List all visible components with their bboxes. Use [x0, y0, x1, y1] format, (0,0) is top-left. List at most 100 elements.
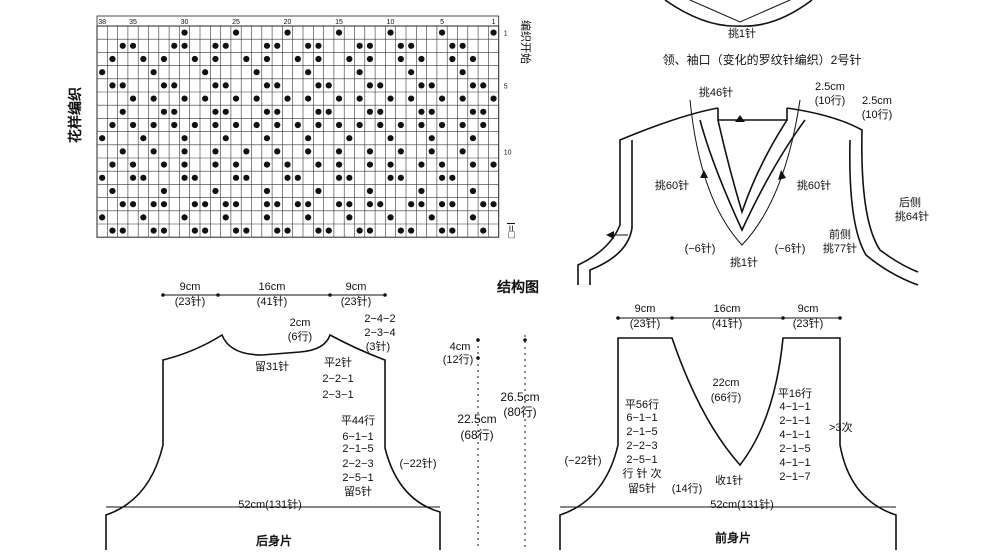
back-ah3: 2−1−5: [342, 443, 373, 455]
back-dec1: 2−4−2: [364, 313, 395, 325]
stitch-dot: [366, 42, 374, 49]
stitch-dot: [315, 108, 322, 115]
stitch-dot: [418, 121, 425, 129]
stitch-dot: [109, 121, 116, 129]
stitch-dot: [263, 201, 271, 208]
front-minus22: (−22针): [565, 453, 602, 467]
stitch-dot: [160, 82, 168, 89]
stitch-dot: [274, 201, 281, 208]
front-r2: 4−1−1: [779, 401, 810, 413]
stitch-dot: [232, 161, 240, 168]
stitch-dot: [469, 55, 477, 63]
stitch-dot: [129, 95, 137, 102]
center-h4: 4cm: [450, 341, 471, 353]
stitch-dot: [449, 55, 456, 63]
stitch-dot: [129, 161, 137, 168]
stitch-dot: [438, 201, 446, 208]
stitch-dot: [335, 201, 343, 208]
stitch-dot: [274, 108, 281, 115]
stitch-dot: [480, 82, 487, 89]
minus6b-label: (−6针): [775, 241, 806, 255]
stitch-dot: [387, 29, 394, 36]
col-number: 1: [492, 19, 496, 26]
back-ah1: 平44行: [341, 414, 375, 427]
legend-symbol: □=Ⅰ: [506, 222, 518, 238]
stitch-dot: [387, 214, 394, 221]
stitch-dot: [397, 227, 404, 234]
stitch-dot: [212, 148, 219, 155]
back-sh1: 平2针: [324, 355, 352, 369]
stitch-dot: [160, 201, 168, 208]
back-side-label: 后侧: [899, 196, 921, 209]
stitch-dot: [305, 95, 312, 102]
stitch-dot: [418, 201, 425, 208]
stitch-dot: [366, 82, 374, 89]
stitch-dot: [325, 227, 332, 234]
stitch-dot: [284, 227, 291, 234]
stitch-dot: [305, 148, 312, 155]
stitch-dot: [335, 95, 343, 102]
stitch-dot: [181, 214, 188, 221]
front-h22: 22cm: [713, 377, 740, 389]
stitch-dot: [418, 55, 425, 63]
stitch-dot: [129, 201, 137, 208]
neck-top-curve: [664, 0, 813, 27]
top-pick-label: 挑1针: [728, 26, 756, 40]
left-shoulder-outer: [577, 107, 719, 285]
stitch-dot: [346, 55, 353, 63]
stitch-dot: [346, 214, 353, 221]
right60-label: 挑60针: [797, 178, 831, 192]
stitch-dot: [449, 227, 456, 234]
col-number: 15: [335, 19, 343, 26]
stitch-dot: [263, 214, 271, 221]
stitch-dot: [191, 201, 198, 208]
stitch-dot: [428, 135, 435, 142]
stitch-dot: [119, 42, 126, 49]
stitch-dot: [480, 108, 487, 115]
row-number: 10: [504, 149, 512, 156]
stitch-dot: [171, 82, 178, 89]
stitch-dot: [459, 69, 466, 76]
stitch-dot: [191, 55, 198, 63]
front-w16: 16cm: [714, 303, 741, 315]
stitch-dot: [160, 161, 168, 168]
stitch-dot: [160, 227, 168, 234]
stitch-dot: [387, 161, 394, 168]
stitch-dot: [408, 227, 415, 234]
col-number: 35: [129, 19, 137, 26]
stitch-dot: [212, 55, 219, 63]
front-s23b: (23针): [793, 316, 824, 330]
stitch-dot: [294, 174, 301, 181]
stitch-dot: [480, 201, 487, 208]
stitch-dot: [181, 29, 188, 36]
stitch-dot: [315, 161, 322, 168]
back-neck-band: [717, 108, 788, 121]
back-name: 后身片: [256, 533, 292, 548]
stitch-dot: [171, 121, 178, 129]
stitch-dot: [232, 227, 240, 234]
stitch-dot: [315, 82, 322, 89]
stitch-dot: [428, 82, 435, 89]
stitch-dot: [438, 121, 446, 129]
stitch-dot: [387, 95, 394, 102]
front-l4: 2−2−3: [626, 440, 657, 452]
front-l5: 2−5−1: [626, 454, 657, 466]
top-arrow-head: [735, 115, 745, 122]
stitch-dot: [284, 95, 291, 102]
stitch-dot: [212, 161, 219, 168]
stitch-dot: [325, 82, 332, 89]
stitch-dot: [119, 148, 126, 155]
stitch-dot: [305, 135, 312, 142]
front-r66: (66行): [711, 391, 742, 404]
stitch-dot: [418, 82, 425, 89]
stitch-dot: [356, 95, 363, 102]
stitch-dot: [263, 135, 271, 142]
stitch-dot: [109, 187, 116, 195]
neck-top-v: [689, 0, 791, 23]
pick46-label: 挑46针: [699, 85, 733, 99]
stitch-dot: [109, 55, 116, 63]
stitch-dot: [212, 187, 219, 195]
stitch-dot: [232, 95, 240, 102]
center-dimensions: 4cm (12行) 26.5cm (80行) 22.5cm (68行): [443, 335, 540, 550]
